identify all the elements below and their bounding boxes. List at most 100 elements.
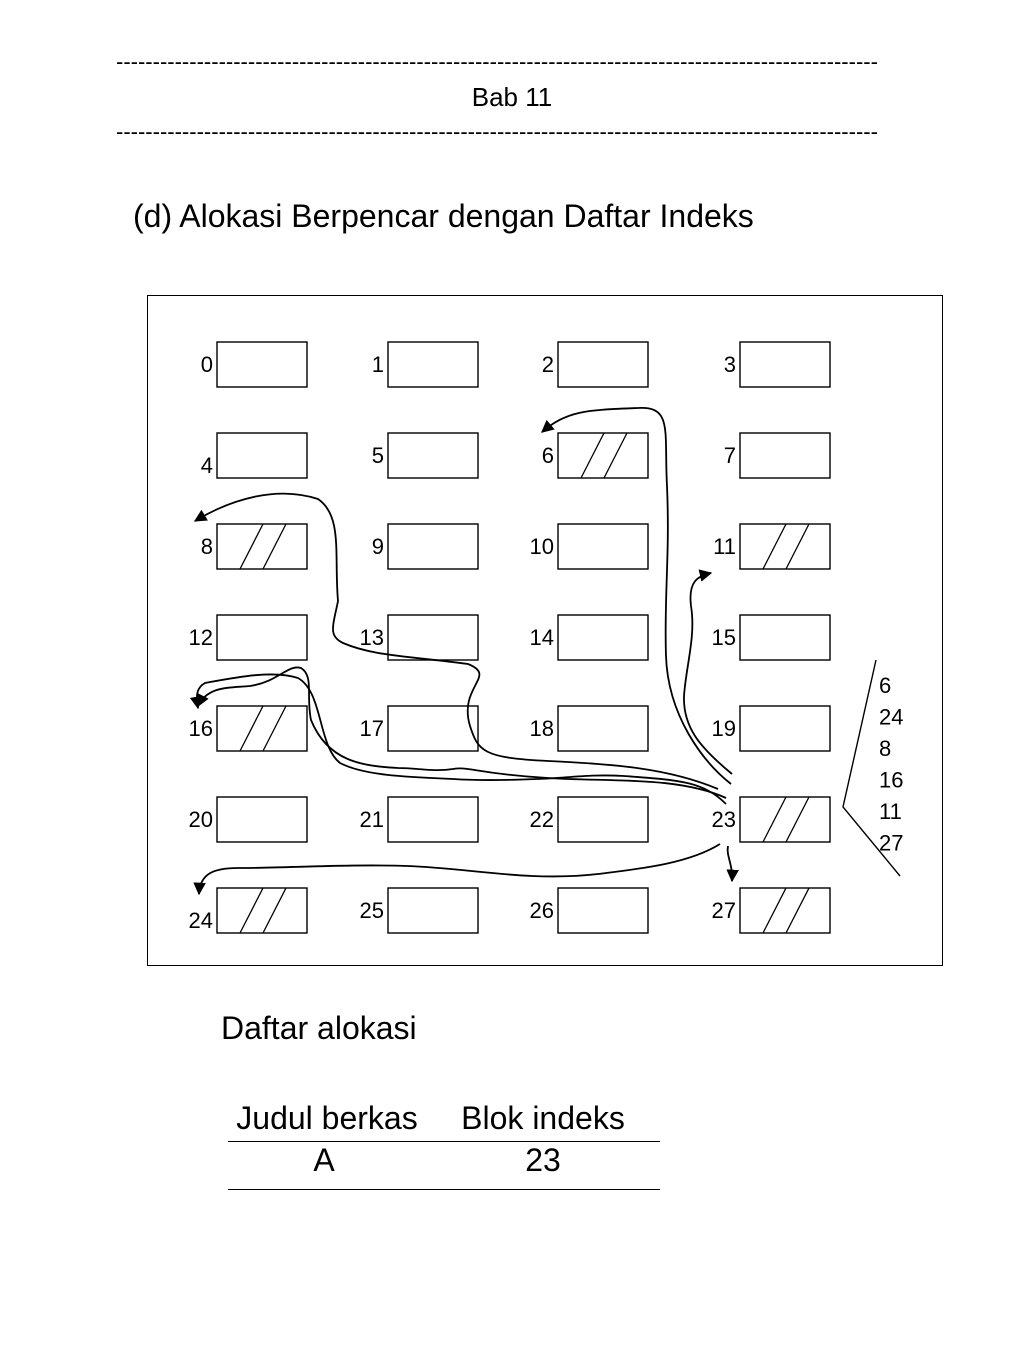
block-box xyxy=(557,614,649,661)
index-entry: 27 xyxy=(879,831,903,856)
disk-block-18: 18 xyxy=(530,705,649,752)
block-number-label: 21 xyxy=(360,807,384,832)
block-box xyxy=(557,796,649,843)
pointer-arrow-to-block-24 xyxy=(193,492,719,790)
block-box xyxy=(216,341,308,388)
disk-block-1: 1 xyxy=(372,341,479,388)
disk-block-9: 9 xyxy=(372,523,479,570)
used-hatch-line xyxy=(239,887,264,934)
disk-block-14: 14 xyxy=(530,614,649,661)
block-box xyxy=(557,432,649,479)
block-number-label: 9 xyxy=(372,534,384,559)
block-number-label: 27 xyxy=(712,898,736,923)
index-bracket xyxy=(842,659,901,877)
block-box xyxy=(387,432,479,479)
block-box xyxy=(739,523,831,570)
block-box xyxy=(216,887,308,934)
block-number-label: 2 xyxy=(542,352,554,377)
disk-block-19: 19 xyxy=(712,705,831,752)
index-entry: 6 xyxy=(879,673,891,698)
block-number-label: 14 xyxy=(530,625,554,650)
cell-index-block: 23 xyxy=(525,1142,561,1178)
table-row: A 23 xyxy=(228,1142,660,1190)
used-hatch-line xyxy=(239,523,264,570)
cell-file-title: A xyxy=(313,1142,335,1178)
pointer-arrow-to-block-16 xyxy=(189,673,727,805)
block-box xyxy=(216,705,308,752)
used-hatch-line xyxy=(239,705,264,752)
block-number-label: 4 xyxy=(201,453,213,478)
used-hatch-line xyxy=(580,432,605,479)
pointer-arrow-to-block-27 xyxy=(193,843,721,896)
disk-block-22: 22 xyxy=(530,796,649,843)
block-number-label: 7 xyxy=(724,443,736,468)
used-hatch-line xyxy=(262,523,287,570)
disk-block-6: 6 xyxy=(542,432,649,479)
block-number-label: 11 xyxy=(713,534,736,559)
header-file-title: Judul berkas xyxy=(236,1100,418,1136)
block-number-label: 19 xyxy=(712,716,736,741)
disk-block-7: 7 xyxy=(724,432,831,479)
block-box xyxy=(387,796,479,843)
block-number-label: 23 xyxy=(712,807,736,832)
header-dash-line-top: ----------------------------------------… xyxy=(116,50,878,74)
pointer-arrow-to-block-6 xyxy=(541,407,732,785)
block-number-label: 16 xyxy=(189,716,213,741)
block-box xyxy=(739,614,831,661)
block-number-label: 24 xyxy=(189,908,213,933)
block-number-label: 17 xyxy=(360,716,384,741)
block-box xyxy=(387,705,479,752)
index-entry: 11 xyxy=(879,799,902,824)
disk-block-15: 15 xyxy=(712,614,831,661)
disk-block-2: 2 xyxy=(542,341,649,388)
chapter-label: Bab 11 xyxy=(471,82,553,112)
disk-block-20: 20 xyxy=(189,796,308,843)
used-hatch-line xyxy=(603,432,628,479)
disk-block-4: 4 xyxy=(201,432,308,479)
used-hatch-line xyxy=(262,887,287,934)
allocation-list-title: Daftar alokasi xyxy=(221,1010,417,1046)
block-box xyxy=(739,887,831,934)
block-box xyxy=(387,614,479,661)
used-hatch-line xyxy=(262,705,287,752)
block-box xyxy=(387,523,479,570)
disk-block-5: 5 xyxy=(372,432,479,479)
pointer-arrow-to-block-27 xyxy=(726,845,739,883)
block-box xyxy=(557,341,649,388)
disk-block-10: 10 xyxy=(530,523,649,570)
block-box xyxy=(557,887,649,934)
disk-block-12: 12 xyxy=(189,614,308,661)
used-hatch-line xyxy=(785,523,810,570)
block-box xyxy=(216,796,308,843)
disk-block-25: 25 xyxy=(360,887,479,934)
block-box xyxy=(557,523,649,570)
allocation-table: Judul berkas Blok indeks A 23 xyxy=(228,1100,660,1190)
block-box xyxy=(739,341,831,388)
used-hatch-line xyxy=(762,796,787,843)
block-number-label: 0 xyxy=(201,352,213,377)
used-hatch-line xyxy=(762,887,787,934)
block-number-label: 20 xyxy=(189,807,213,832)
block-number-label: 5 xyxy=(372,443,384,468)
block-box xyxy=(739,432,831,479)
disk-block-11: 11 xyxy=(713,523,831,570)
pointer-arrow-to-block-8 xyxy=(197,666,727,799)
used-hatch-line xyxy=(785,796,810,843)
block-number-label: 6 xyxy=(542,443,554,468)
block-number-label: 13 xyxy=(360,625,384,650)
block-box xyxy=(387,341,479,388)
disk-block-0: 0 xyxy=(201,341,308,388)
block-number-label: 22 xyxy=(530,807,554,832)
index-entry: 8 xyxy=(879,736,891,761)
block-box xyxy=(557,705,649,752)
index-entry: 24 xyxy=(879,705,903,730)
disk-block-8: 8 xyxy=(201,523,308,570)
block-number-label: 26 xyxy=(530,898,554,923)
block-number-label: 12 xyxy=(189,625,213,650)
disk-block-16: 16 xyxy=(189,705,308,752)
header-index-block: Blok indeks xyxy=(461,1100,625,1136)
disk-block-26: 26 xyxy=(530,887,649,934)
used-hatch-line xyxy=(785,887,810,934)
